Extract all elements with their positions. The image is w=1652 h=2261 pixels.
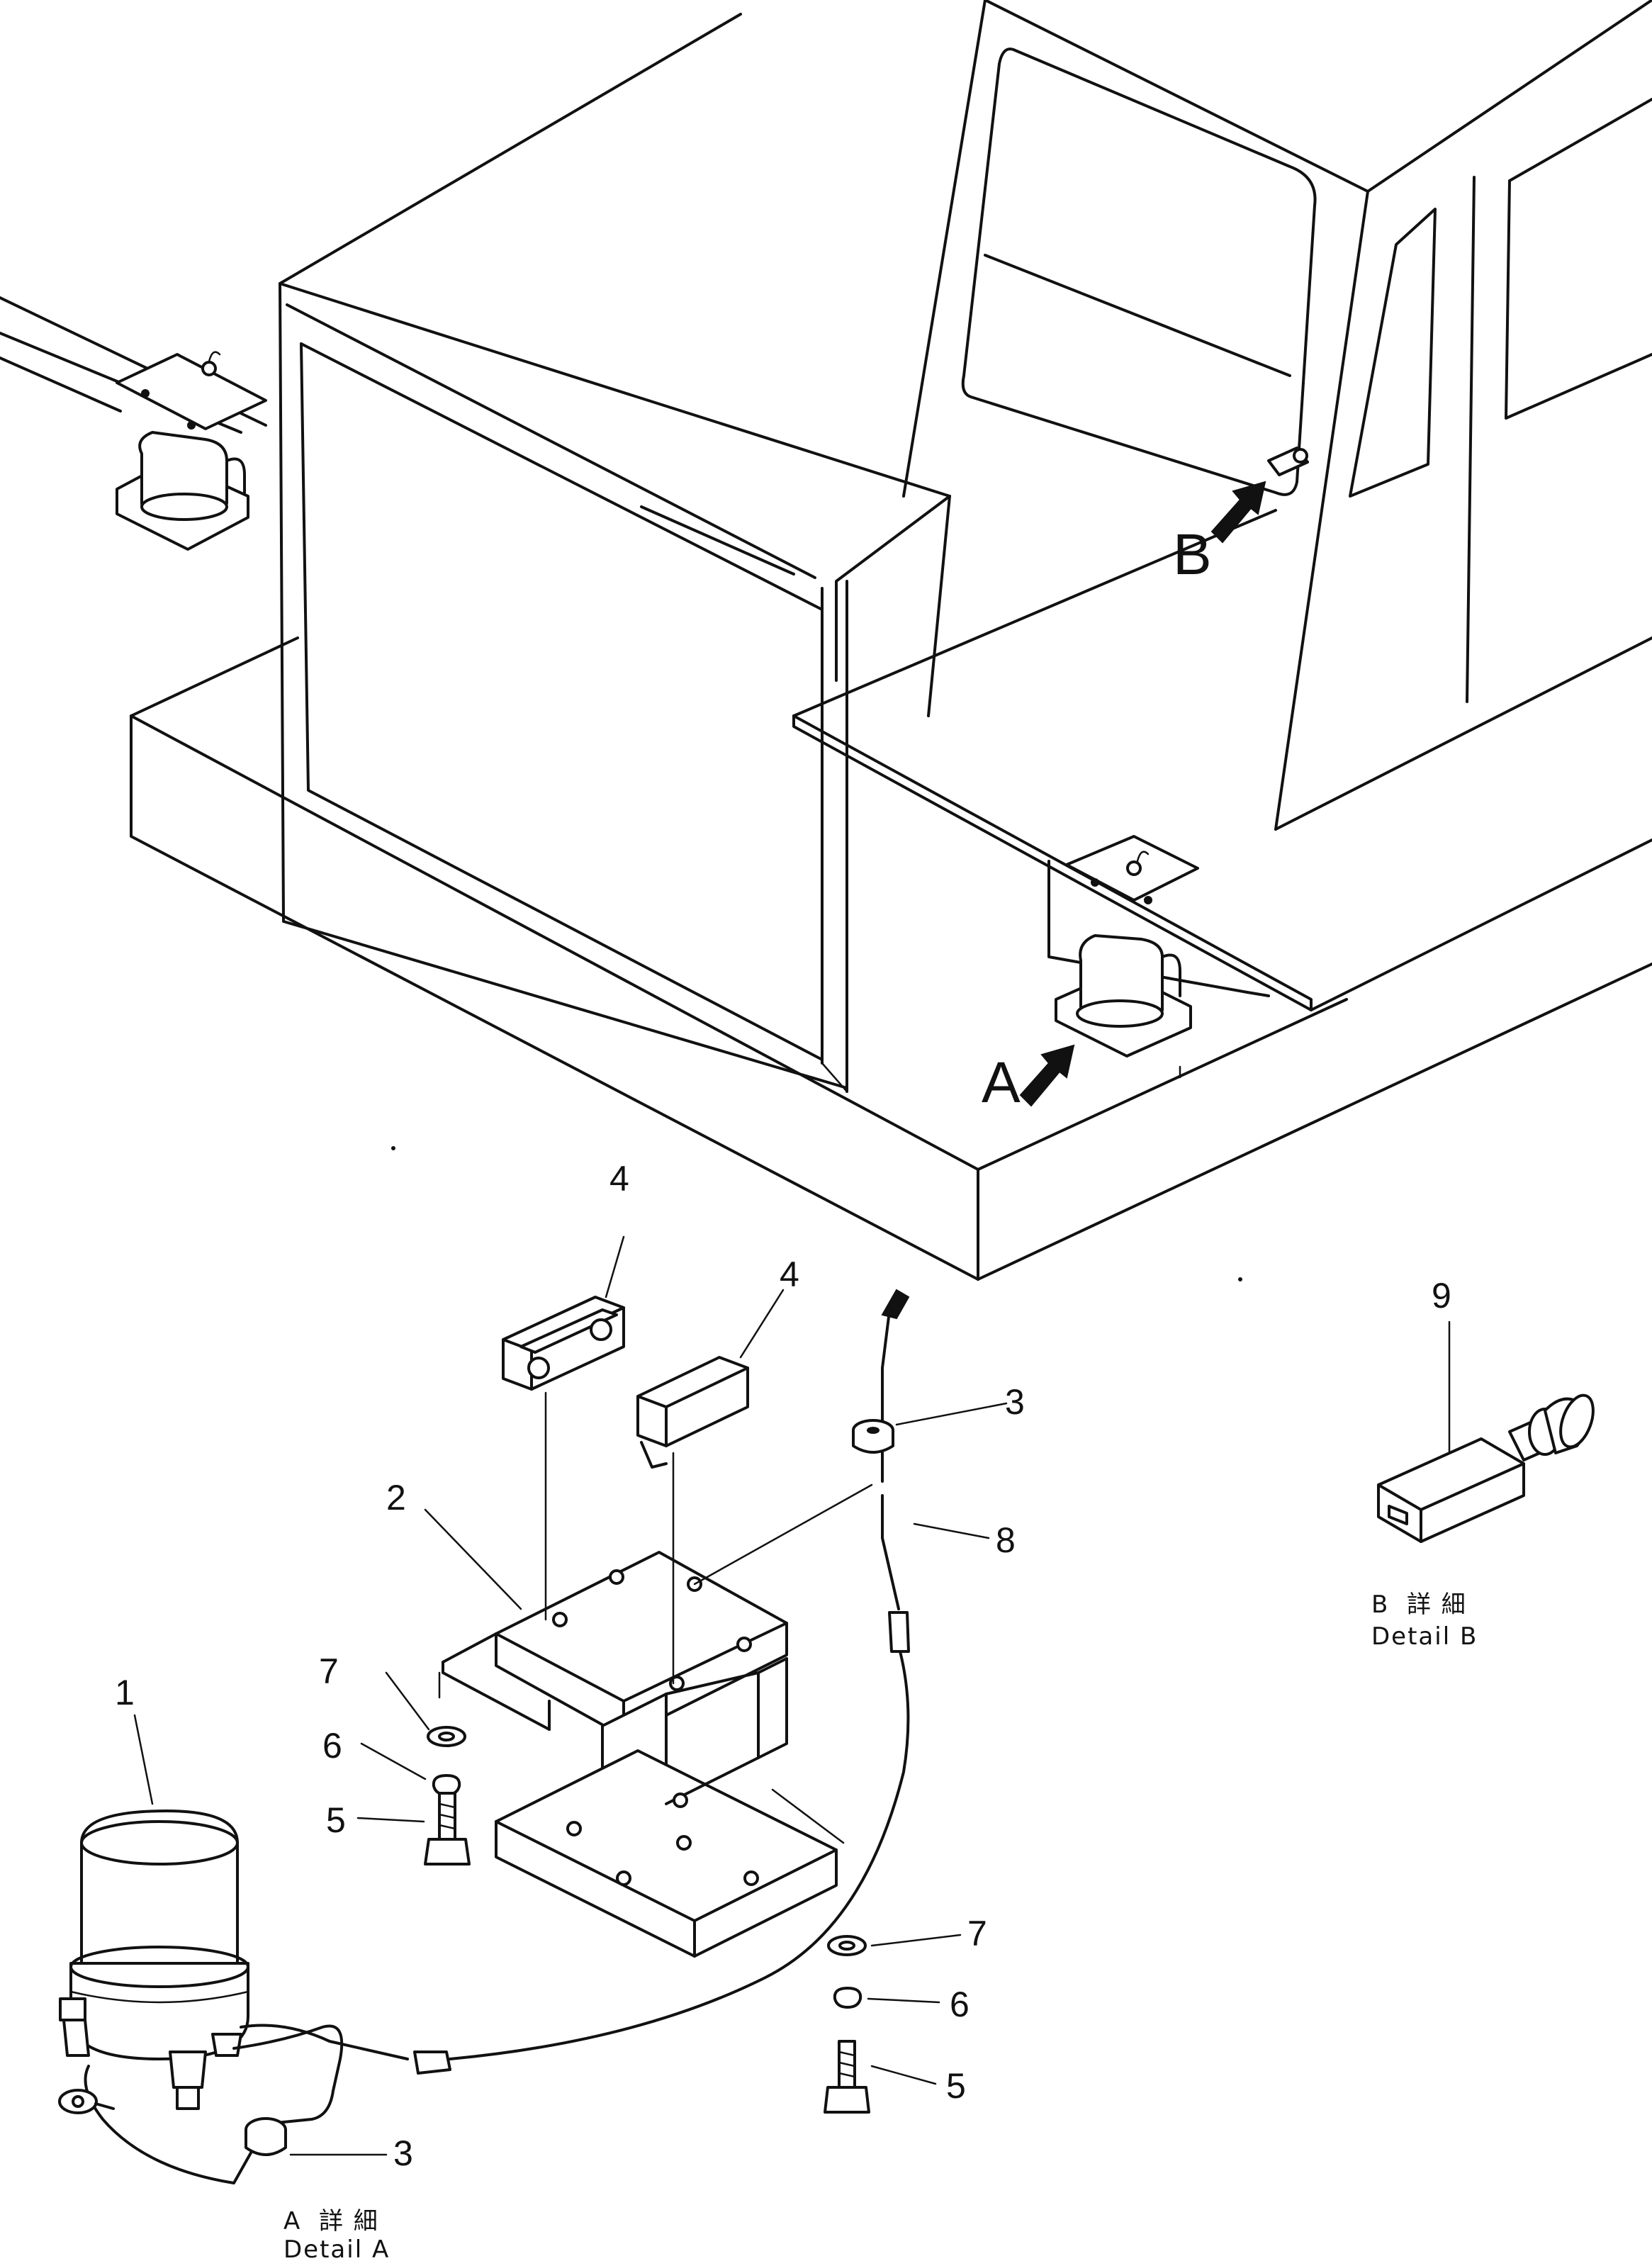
hardware-left (424, 1726, 471, 1866)
washer-icon (833, 1987, 862, 2009)
callout-9: 9 (1432, 1276, 1451, 1315)
part-1-beacon-lamp (59, 1810, 249, 2110)
detail-a-exploded: 1 2 3 3 4 4 5 5 6 6 7 7 8 (58, 1159, 1451, 2184)
detail-a-en: Detail A (283, 2235, 390, 2261)
leader-lines (133, 1235, 1451, 2156)
view-label-b: B (1173, 522, 1212, 587)
callout-6-left: 6 (322, 1726, 342, 1766)
detail-b-en: Detail B (1371, 1622, 1478, 1651)
operator-cab (902, 0, 1652, 831)
detail-a-letter: A (283, 2207, 301, 2235)
view-label-a: A (982, 1050, 1021, 1115)
callout-8: 8 (996, 1520, 1016, 1560)
caption-detail-b: B 詳 細 Detail B (1371, 1590, 1478, 1651)
callout-4-right: 4 (780, 1255, 799, 1294)
switch-icon (1377, 1437, 1525, 1543)
caption-detail-a: A 詳 細 Detail A (283, 2207, 390, 2261)
ground-wire (58, 2024, 344, 2184)
part-4-clip-right (636, 1356, 749, 1469)
installed-beacon-rear (116, 351, 267, 551)
machine-platform (130, 636, 1652, 1281)
machine-body (279, 13, 951, 1093)
part-9-switch (1377, 1393, 1595, 1543)
washer-icon (432, 1774, 461, 1796)
detail-b-jp: 詳 細 (1407, 1590, 1467, 1619)
callout-3-upper: 3 (1005, 1382, 1025, 1422)
machine-overview: A B (0, 0, 1652, 1281)
callout-7-left: 7 (319, 1651, 339, 1691)
callout-6-right: 6 (950, 1985, 970, 2024)
callout-4-left: 4 (609, 1159, 629, 1199)
detail-a-jp: 詳 細 (319, 2207, 379, 2235)
arrow-icon (1210, 481, 1266, 544)
view-marker-a: A (982, 1044, 1075, 1115)
callout-5-left: 5 (326, 1800, 346, 1840)
installed-beacon-front (1055, 835, 1199, 1057)
machine-step (792, 509, 1652, 1011)
callout-2: 2 (386, 1478, 406, 1517)
callout-3-lower: 3 (393, 2133, 413, 2173)
callout-5-right: 5 (946, 2066, 966, 2106)
part-2-bracket (442, 1551, 838, 1958)
part-4-clip-left (502, 1296, 625, 1391)
callout-7-right: 7 (967, 1914, 987, 1953)
detail-b-switch: 9 (1377, 1276, 1595, 1543)
arrow-icon (1019, 1044, 1075, 1107)
callout-1: 1 (115, 1673, 135, 1712)
part-3-grommet-upper (852, 1419, 894, 1454)
part-8-wire (240, 1289, 910, 2075)
view-marker-b: B (1173, 481, 1266, 587)
hardware-right (824, 1935, 870, 2114)
detail-b-letter: B (1371, 1590, 1389, 1619)
